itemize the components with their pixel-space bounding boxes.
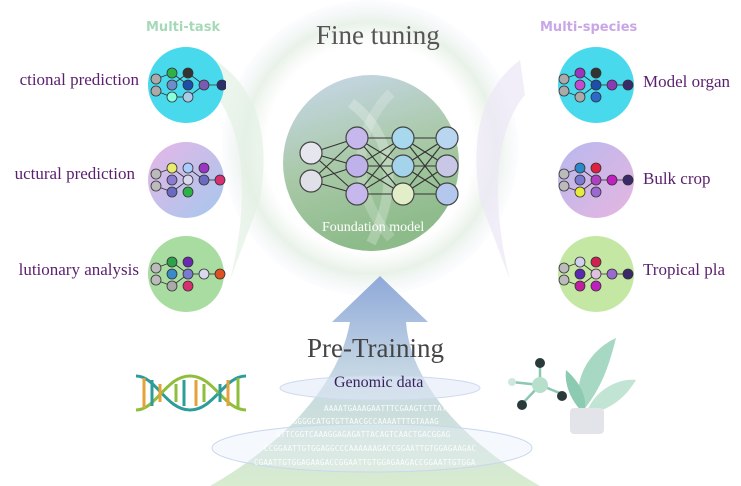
species-circle-tropical	[558, 236, 634, 312]
task-label-structural: uctural prediction	[14, 164, 135, 183]
neural-network-icon	[558, 162, 634, 198]
neural-network-icon	[299, 126, 459, 206]
task-circle-evolutionary	[148, 236, 226, 312]
genomic-data-label: Genomic data	[334, 374, 424, 391]
dna-icon	[135, 374, 247, 412]
foundation-model-circle	[283, 75, 459, 251]
foundation-model-label: Foundation model	[322, 220, 425, 235]
neural-network-icon	[558, 67, 634, 103]
pre-training-title: Pre-Training	[307, 333, 445, 363]
species-circle-model-organ	[558, 47, 634, 123]
task-label-functional: ctional prediction	[19, 70, 139, 89]
multi-task-header: Multi-task	[146, 20, 221, 35]
connector-bands	[215, 60, 525, 280]
species-label-model-organ: Model organ	[643, 72, 731, 91]
species-circle-bulk-crop	[558, 142, 634, 218]
sequence-line: CGAATTGTGGAGAAGACCGGAATTGTGGAGAAGACCGGAA…	[254, 458, 476, 467]
sequence-line: CCGGAATTGTGGAGGCCCAAAAAAGACCGGAATTGTGGAG…	[264, 444, 477, 453]
multi-species-header: Multi-species	[540, 20, 638, 35]
task-circle-structural	[148, 142, 226, 218]
genomic-data-disks	[211, 375, 533, 473]
sequence-line: ATTCGGTCAAAGGAGAGATTACAGTCAACTGACGGAG	[276, 430, 451, 439]
task-circle-functional	[148, 47, 226, 123]
neural-network-icon	[150, 67, 226, 103]
task-label-evolutionary: lutionary analysis	[18, 260, 139, 279]
species-label-tropical: Tropical pla	[643, 260, 726, 279]
neural-network-icon	[558, 256, 634, 292]
plant-icon	[508, 338, 636, 434]
species-label-bulk-crop: Bulk crop	[643, 169, 711, 188]
sequence-line: AAAATGAAAGAATTTCGAAGTCTTATAT	[324, 404, 457, 413]
neural-network-icon	[150, 162, 226, 198]
fine-tuning-title: Fine tuning	[316, 20, 440, 50]
neural-network-icon	[150, 256, 226, 292]
sequence-line: GGGGGCATGTGTTAACGCCAAAATTTGTAAAG	[288, 417, 439, 426]
